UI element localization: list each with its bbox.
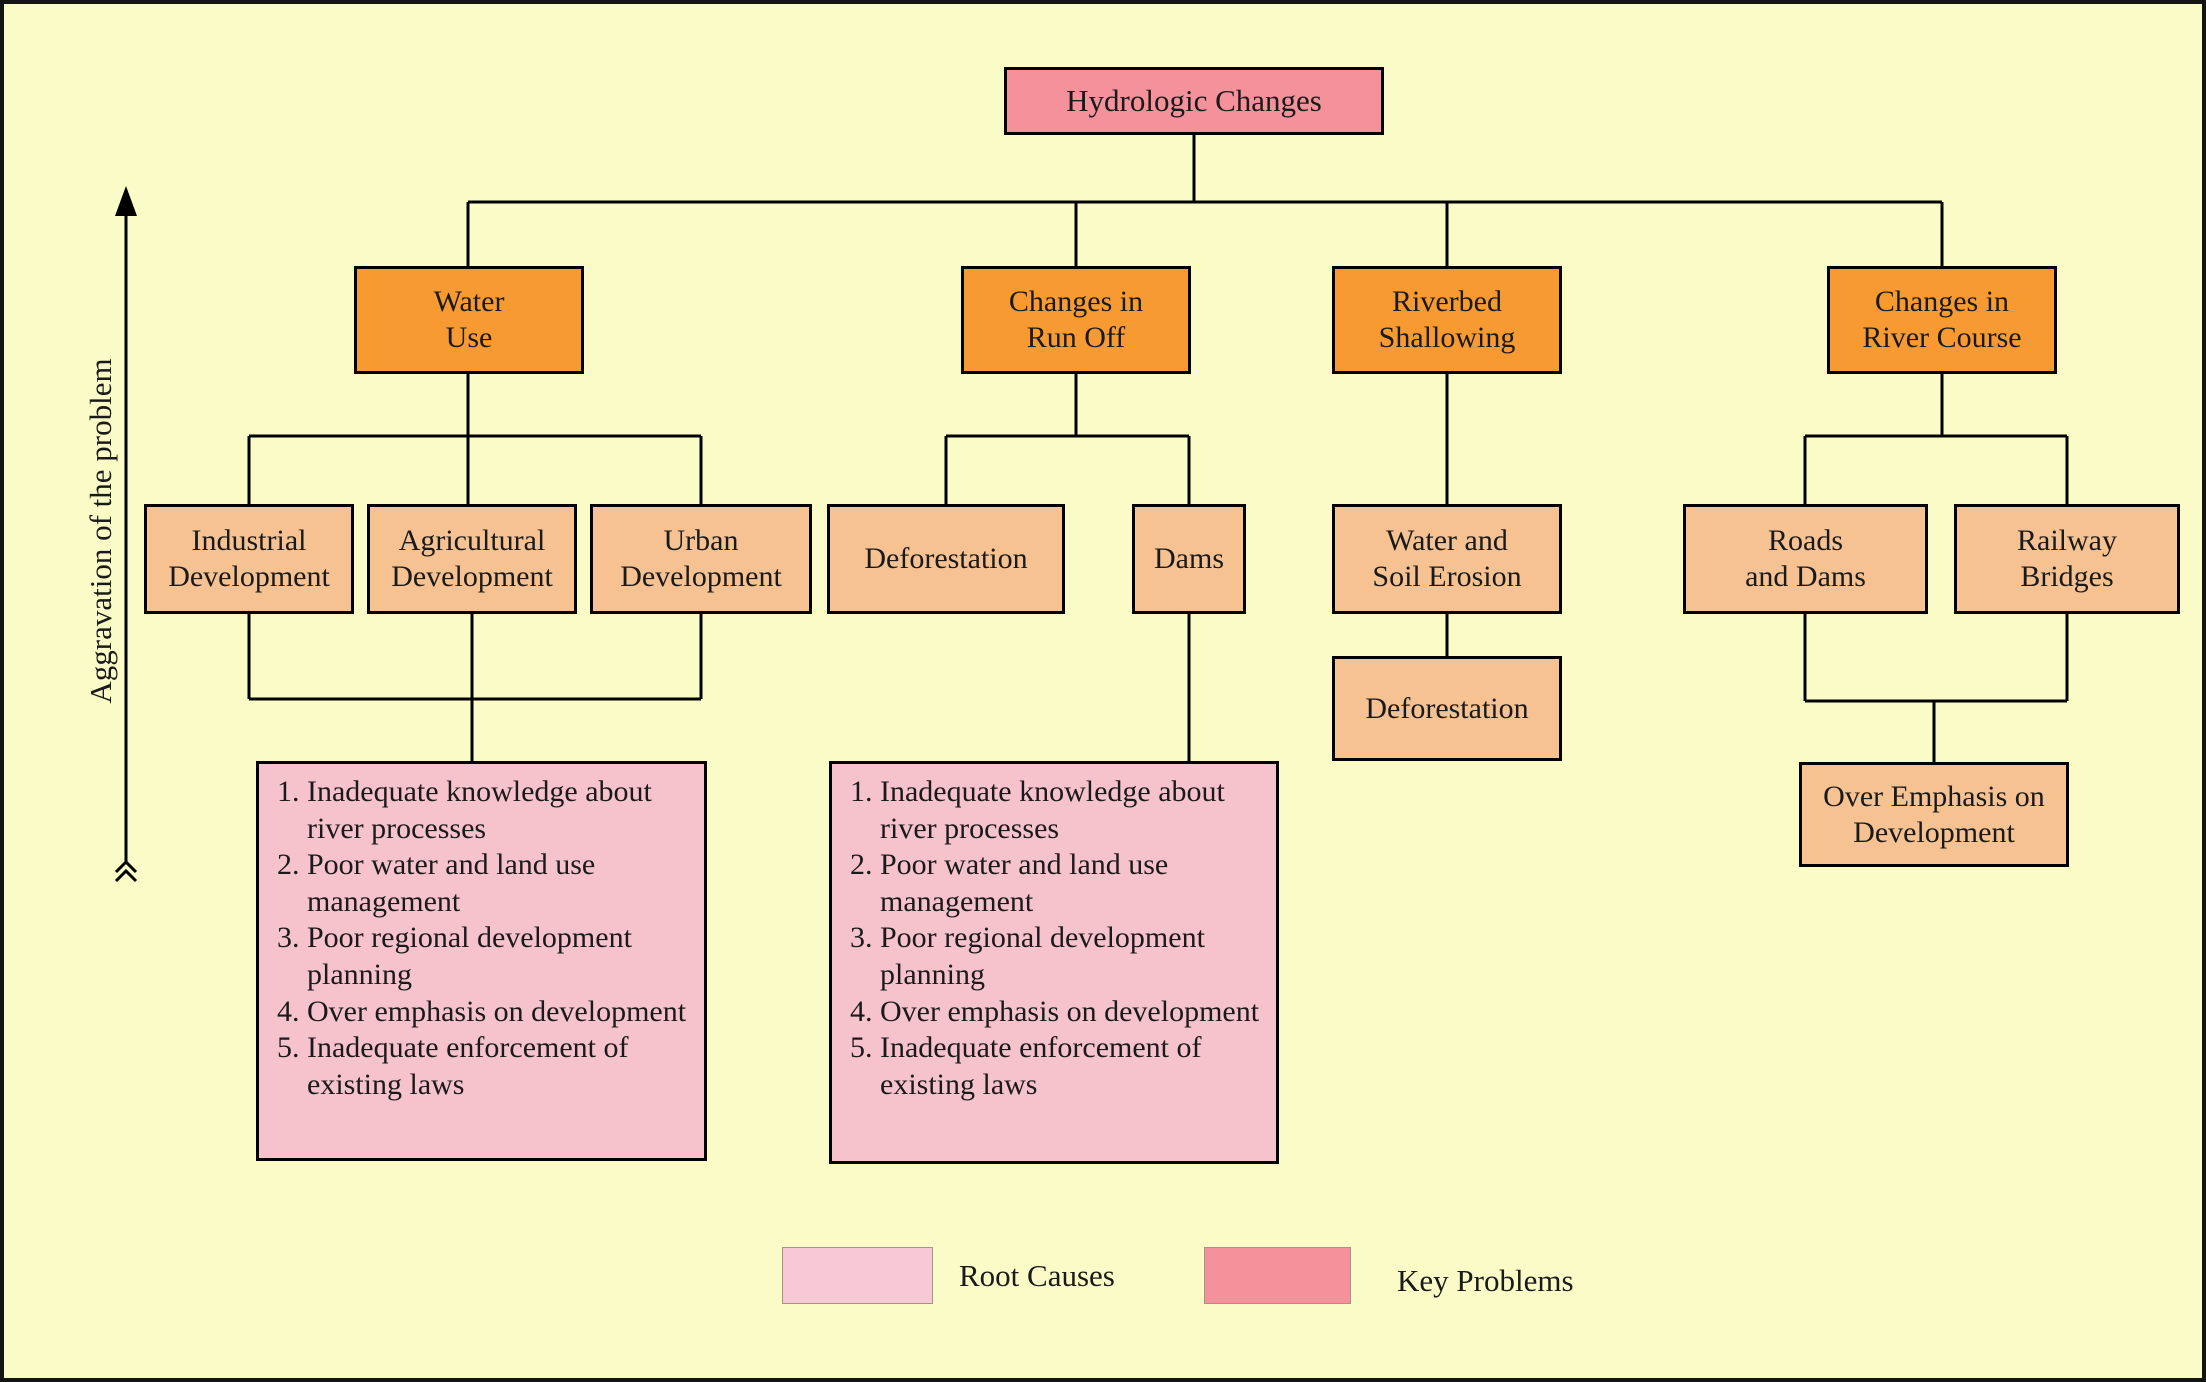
root-cause-item: Over emphasis on development	[307, 994, 696, 1031]
root-cause-item: Inadequate enforcement of existing laws	[307, 1030, 696, 1103]
root-cause-item: Over emphasis on development	[880, 994, 1268, 1031]
node-railway-bridges: Railway Bridges	[1954, 504, 2180, 614]
root-causes-list: Inadequate knowledge about river process…	[261, 774, 696, 1103]
root-causes-list: Inadequate knowledge about river process…	[834, 774, 1268, 1103]
node-water-use: Water Use	[354, 266, 584, 374]
legend-label-root-causes: Root Causes	[959, 1257, 1115, 1293]
root-cause-item: Poor water and land use management	[880, 847, 1268, 920]
node-riverbed-shallowing: Riverbed Shallowing	[1332, 266, 1562, 374]
node-agricultural-development: Agricultural Development	[367, 504, 577, 614]
node-roads-and-dams: Roads and Dams	[1683, 504, 1928, 614]
arrowhead-up-icon	[115, 186, 137, 216]
node-deforestation-run-off: Deforestation	[827, 504, 1065, 614]
connector-lines	[114, 135, 2069, 883]
node-deforestation-riverbed: Deforestation	[1332, 656, 1562, 761]
root-cause-item: Inadequate enforcement of existing laws	[880, 1030, 1268, 1103]
node-industrial-development: Industrial Development	[144, 504, 354, 614]
connector-line-group	[124, 135, 2069, 864]
legend-label-key-problems: Key Problems	[1397, 1262, 1574, 1298]
legend-swatch-root-causes	[782, 1247, 933, 1304]
node-urban-development: Urban Development	[590, 504, 812, 614]
aggravation-axis-label: Aggravation of the problem	[83, 358, 118, 704]
axis-break-icon	[114, 859, 138, 883]
root-cause-item: Inadequate knowledge about river process…	[307, 774, 696, 847]
root-causes-box-dams: Inadequate knowledge about river process…	[829, 761, 1279, 1164]
node-changes-in-run-off: Changes in Run Off	[961, 266, 1191, 374]
root-cause-item: Poor regional development planning	[307, 920, 696, 993]
node-water-and-soil-erosion: Water and Soil Erosion	[1332, 504, 1562, 614]
root-causes-box-water-use: Inadequate knowledge about river process…	[256, 761, 707, 1161]
root-cause-item: Inadequate knowledge about river process…	[880, 774, 1268, 847]
node-hydrologic-changes: Hydrologic Changes	[1004, 67, 1384, 135]
node-over-emphasis-on-development: Over Emphasis on Development	[1799, 762, 2069, 867]
legend-swatch-key-problems	[1204, 1247, 1351, 1304]
node-changes-in-river-course: Changes in River Course	[1827, 266, 2057, 374]
node-dams: Dams	[1132, 504, 1246, 614]
root-cause-item: Poor water and land use management	[307, 847, 696, 920]
root-cause-item: Poor regional development planning	[880, 920, 1268, 993]
